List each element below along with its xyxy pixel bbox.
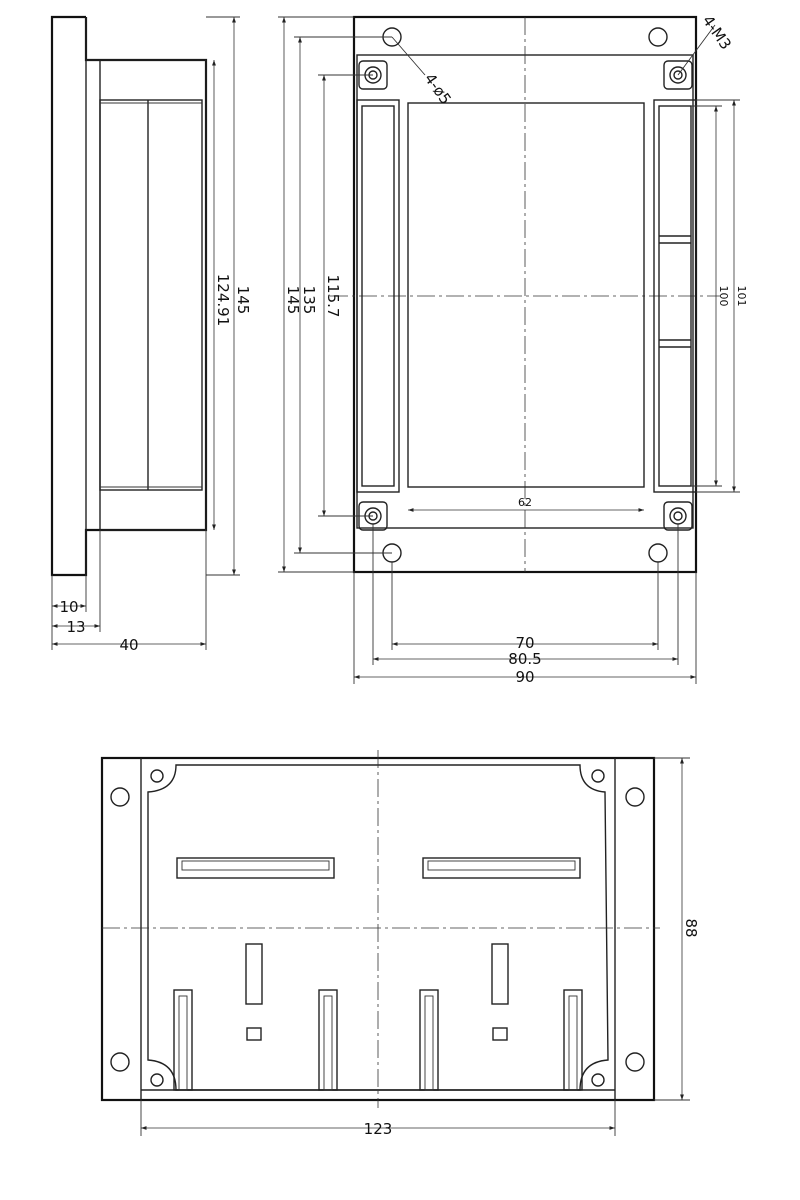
- dim-side-offset-13: 13: [66, 618, 85, 636]
- bottom-mount-hole-tl: [110, 787, 130, 807]
- front-view-window: [407, 102, 645, 488]
- bottom-rail-left: [176, 857, 335, 879]
- front-right-slot: [653, 99, 697, 493]
- dim-side-offset-10: 10: [59, 598, 78, 616]
- dim-bottom-width: 123: [364, 1120, 393, 1138]
- bottom-mount-hole-br: [625, 1052, 645, 1072]
- dim-front-window-width: 62: [518, 496, 532, 509]
- dim-front-slot-inner-height: 100: [717, 286, 730, 307]
- dim-front-thread-pitch-height: 115.7: [324, 275, 342, 318]
- thread-hole-top-right: [663, 60, 693, 90]
- side-view-inner-panel: [99, 99, 203, 491]
- dim-front-hole-pitch-height: 135: [300, 286, 318, 315]
- dim-side-inner-height: 124.91: [214, 274, 232, 327]
- mount-hole-top-right: [648, 27, 668, 47]
- dim-side-depth: 40: [119, 636, 138, 654]
- bottom-view: 88 123: [100, 750, 700, 1138]
- dim-bottom-height: 88: [682, 918, 700, 937]
- dim-front-height: 145: [284, 286, 302, 315]
- bottom-mount-hole-bl: [110, 1052, 130, 1072]
- side-view: 145 124.91 10 13 40: [50, 15, 252, 654]
- callout-thread-holes: 4-M3: [699, 12, 735, 53]
- bottom-mount-hole-tr: [625, 787, 645, 807]
- front-left-slot: [356, 99, 400, 493]
- dim-front-hole-pitch-width: 70: [515, 634, 534, 652]
- dim-front-overall-width: 90: [515, 668, 534, 686]
- dim-front-slot-outer-height: 101: [735, 286, 748, 307]
- dim-side-height: 145: [234, 286, 252, 315]
- side-view-lid: [99, 59, 207, 531]
- dim-front-thread-pitch-width: 80.5: [508, 650, 541, 668]
- mount-hole-bottom-right: [648, 543, 668, 563]
- bottom-rail-right: [422, 857, 581, 879]
- front-view: 4-ø5 4-M3 145 135 115.7 101 100 62: [278, 12, 748, 686]
- callout-mount-holes: 4-ø5: [421, 70, 455, 108]
